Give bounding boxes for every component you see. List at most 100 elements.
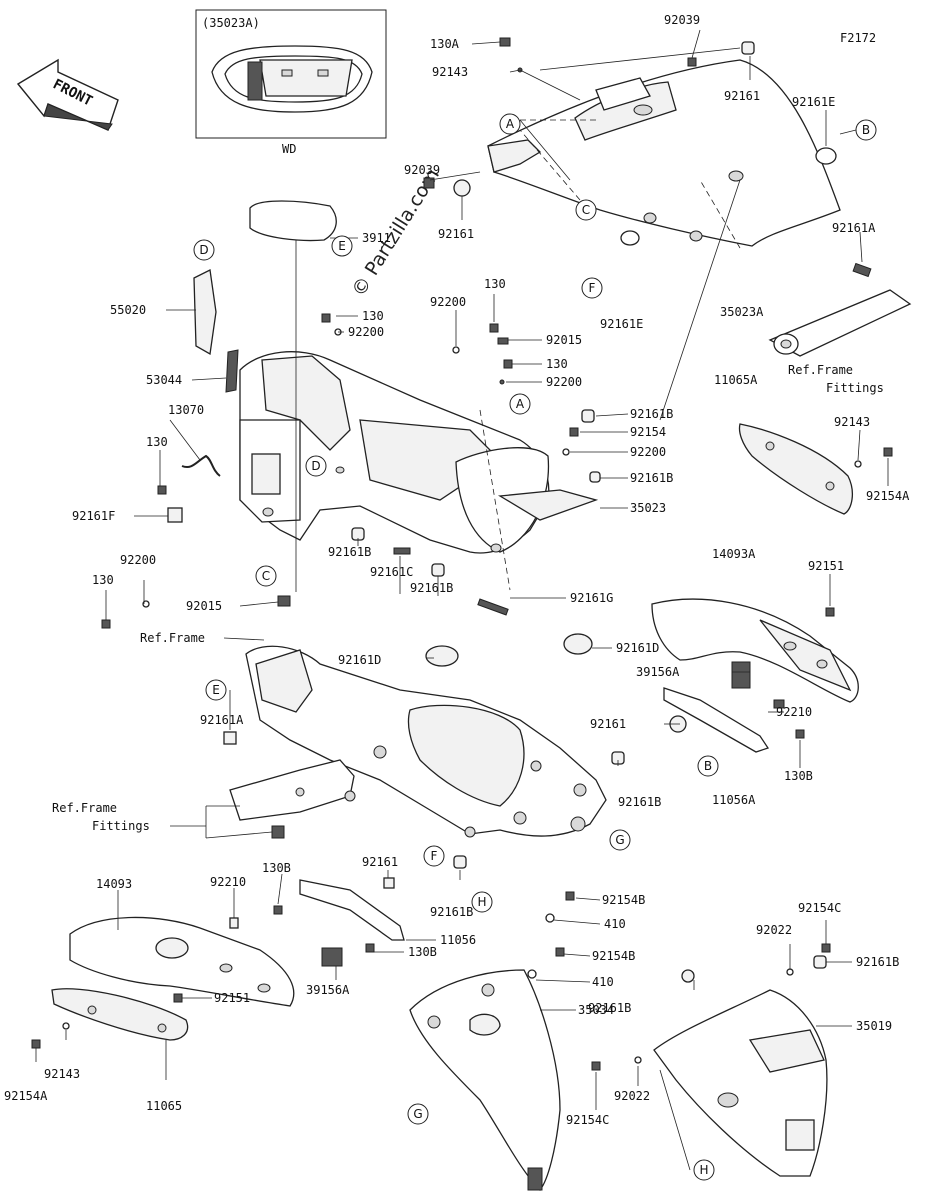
part-label: 92161C [370, 565, 413, 579]
callout-A1: A [499, 113, 521, 135]
part-label: Fittings [826, 381, 884, 395]
cover-11065 [51, 988, 189, 1041]
part-label: 410 [604, 917, 626, 931]
leader-lines [35, 29, 889, 1171]
part-label: 92039 [404, 163, 440, 177]
part-label: 92154C [798, 901, 841, 915]
part-label: 92154B [602, 893, 645, 907]
callout-H2: H [693, 1159, 715, 1181]
part-label: 92154 [630, 425, 666, 439]
part-label: 92210 [776, 705, 812, 719]
part-label: 410 [592, 975, 614, 989]
callout-H2-label: H [699, 1163, 708, 1177]
part-label: 92161B [856, 955, 899, 969]
callout-D1-label: D [199, 243, 208, 257]
callout-G1: G [609, 829, 631, 851]
part-label: 92200 [546, 375, 582, 389]
callout-A2: A [509, 393, 531, 415]
license-bracket-35019 [653, 989, 828, 1177]
callout-D2-label: D [311, 459, 320, 473]
part-label: 92143 [44, 1067, 80, 1081]
bracket-11056A [663, 687, 770, 753]
callout-F2: F [423, 845, 445, 867]
main-frame-section [245, 645, 607, 838]
callout-G2-label: G [413, 1107, 422, 1121]
part-label: 92161B [630, 407, 673, 421]
callout-E2: E [205, 679, 227, 701]
part-label: 92161F [72, 509, 115, 523]
part-label: 92161B [630, 471, 673, 485]
callout-C2-label: C [262, 569, 270, 583]
part-label: 53044 [146, 373, 182, 387]
part-label: 3911 [362, 231, 391, 245]
part-label: 92143 [834, 415, 870, 429]
fasteners [31, 37, 893, 1071]
part-label: Ref.Frame [788, 363, 853, 377]
part-label: 92210 [210, 875, 246, 889]
callout-H1-label: H [477, 895, 486, 909]
part-label: 92022 [756, 923, 792, 937]
inset-label: WD [282, 142, 296, 156]
part-label: 92154C [566, 1113, 609, 1127]
part-label: 92161D [338, 653, 381, 667]
callout-C2: C [255, 565, 277, 587]
part-label: 92161B [430, 905, 473, 919]
callout-B1: B [855, 119, 877, 141]
inner-fender-35034 [409, 969, 561, 1191]
part-label: 130 [484, 277, 506, 291]
figure-code: F2172 [840, 31, 876, 45]
part-label: 130A [430, 37, 460, 51]
frame-fitting-bracket [229, 759, 356, 821]
part-label: 130 [92, 573, 114, 587]
part-label: 14093A [712, 547, 756, 561]
callout-E1-label: E [338, 239, 346, 253]
part-label: 92015 [186, 599, 222, 613]
callout-C1-label: C [582, 203, 590, 217]
part-label: 55020 [110, 303, 146, 317]
callout-A1-label: A [506, 117, 515, 131]
part-label: 92161B [410, 581, 453, 595]
callout-D2: D [305, 455, 327, 477]
callout-C1: C [575, 199, 597, 221]
part-label: 92161D [616, 641, 659, 655]
callout-H1: H [471, 891, 493, 913]
pad-3911 [249, 200, 337, 242]
part-label: 92161 [362, 855, 398, 869]
part-label: 11056 [440, 933, 476, 947]
front-arrow-icon: FRONT [16, 58, 119, 131]
callout-G2: G [407, 1103, 429, 1125]
part-label: 35023 [630, 501, 666, 515]
part-label: 35019 [856, 1019, 892, 1033]
part-labels: 130A 92143 92039 92161 92161E 92039 9216… [4, 13, 910, 1127]
part-label: 39156A [636, 665, 680, 679]
part-label: 130B [784, 769, 813, 783]
spring-13070 [181, 454, 221, 477]
callout-F2-label: F [431, 849, 438, 863]
part-label: 130B [262, 861, 291, 875]
part-label: 92161 [438, 227, 474, 241]
part-label: 130 [546, 357, 568, 371]
inset-box: (35023A) WD [195, 9, 387, 156]
part-label: 130 [146, 435, 168, 449]
part-label: 13070 [168, 403, 204, 417]
bracket-11056 [299, 879, 405, 941]
part-label: 92161B [618, 795, 661, 809]
callout-G1-label: G [615, 833, 624, 847]
part-label: 92154A [866, 489, 910, 503]
part-label: 92161G [570, 591, 613, 605]
part-label: 92039 [664, 13, 700, 27]
part-label: 92015 [546, 333, 582, 347]
part-label: Ref.Frame [140, 631, 205, 645]
callout-B2-label: B [704, 759, 712, 773]
part-label: 92161E [600, 317, 643, 331]
part-label: 92143 [432, 65, 468, 79]
callout-A2-label: A [516, 397, 525, 411]
part-label: 130B [408, 945, 437, 959]
battery-tray-assembly [239, 351, 599, 554]
part-label: 14093 [96, 877, 132, 891]
frame-fitting-bar [768, 289, 912, 357]
part-label: 92161B [328, 545, 371, 559]
side-cover-14093 [69, 916, 295, 1007]
panel-55020 [193, 269, 217, 356]
